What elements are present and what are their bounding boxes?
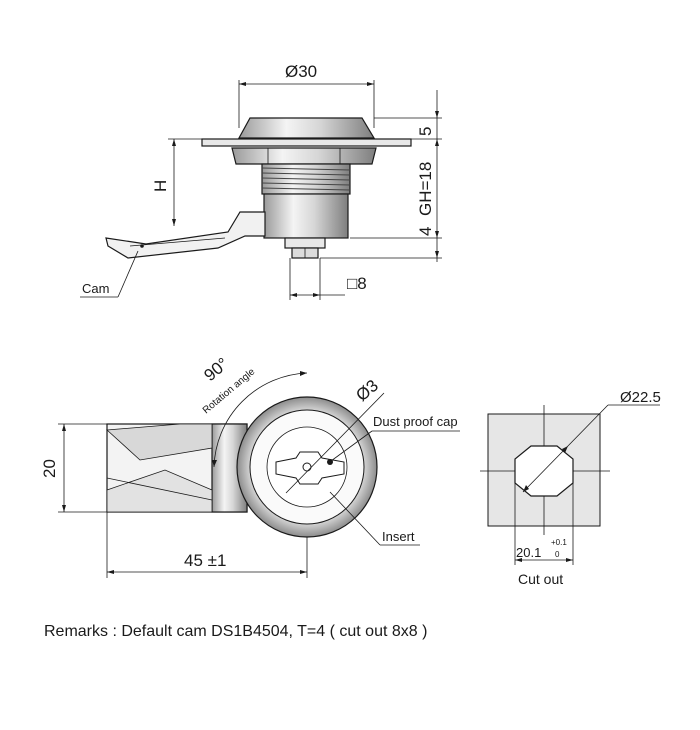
arrow-head <box>523 485 529 492</box>
leader-dust-cap <box>330 430 373 462</box>
hex-nut <box>231 147 377 165</box>
cutout-title: Cut out <box>518 571 563 587</box>
length-label: 45 ±1 <box>184 551 226 570</box>
arrow-head <box>313 293 320 297</box>
cam-label: Cam <box>82 281 109 296</box>
arrow-head <box>107 570 114 574</box>
arrow-head <box>562 446 568 453</box>
cutout-view: Ø22.5 20.1 +0.1 0 Cut out <box>480 389 661 587</box>
height-label: 20 <box>40 459 59 478</box>
leader-line <box>117 250 139 298</box>
arrow-head <box>435 251 439 258</box>
leader-insert <box>329 491 381 546</box>
dim-h: H <box>151 180 170 192</box>
cam-bevel <box>106 469 213 513</box>
arrow-head <box>172 219 176 226</box>
tol-upper: +0.1 <box>551 538 567 547</box>
dia3-label: Ø3 <box>352 376 382 405</box>
cam-bevel <box>106 423 213 461</box>
tol-lower: 0 <box>555 550 560 559</box>
dim-dia30: Ø30 <box>285 62 317 81</box>
dim-gh: GH=18 <box>416 162 435 216</box>
arrow-head <box>435 111 439 118</box>
dim-square: □8 <box>347 274 367 293</box>
arrow-head <box>62 505 66 512</box>
arrow-head <box>435 139 439 146</box>
arrow-head <box>212 460 217 467</box>
side-view: Ø30 <box>80 62 442 300</box>
remarks-text: Remarks : Default cam DS1B4504, T=4 ( cu… <box>44 623 428 640</box>
thread-lines <box>261 167 351 191</box>
lower-body <box>263 193 349 239</box>
arrow-head <box>62 424 66 431</box>
arrow-head <box>239 82 246 86</box>
panel-plate <box>201 138 412 147</box>
leader-dia3 <box>285 392 385 494</box>
square-drive <box>284 237 326 249</box>
lock-head <box>237 117 376 139</box>
arrow-head <box>300 570 307 574</box>
cutout-width-label: 20.1 <box>516 545 541 560</box>
cam <box>105 211 266 259</box>
dust-cap-label: Dust proof cap <box>373 414 458 429</box>
dim-4: 4 <box>416 227 435 236</box>
insert-label: Insert <box>382 529 415 544</box>
center-pin <box>302 462 312 472</box>
arrow-head <box>290 293 297 297</box>
arrow-head <box>300 371 307 376</box>
cutout-dia-label: Ø22.5 <box>620 389 661 406</box>
arrow-head <box>566 558 573 562</box>
arrow-head <box>172 139 176 146</box>
cam-edge <box>129 237 226 247</box>
angle-label: 90° <box>200 354 232 385</box>
cam-dot <box>140 244 144 248</box>
rotation-arc <box>213 372 308 468</box>
arrow-head <box>515 558 522 562</box>
arrow-head <box>435 231 439 238</box>
arrow-head <box>367 82 374 86</box>
front-view: 90° Rotation angle Ø3 Dust proof cap Ins… <box>40 354 460 578</box>
cam-edge <box>106 477 213 501</box>
dim-5: 5 <box>416 127 435 136</box>
